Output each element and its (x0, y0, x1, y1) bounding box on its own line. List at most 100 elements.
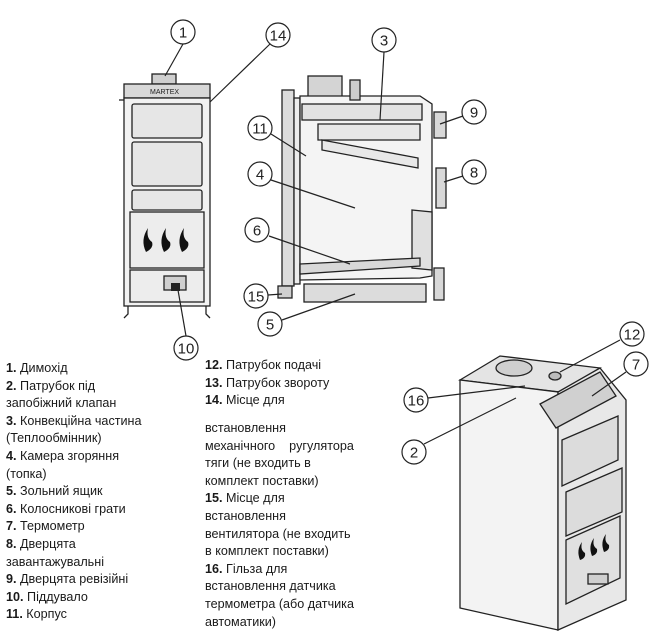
legend-item: 11. Корпус (6, 606, 202, 624)
svg-text:14: 14 (270, 28, 287, 45)
legend-item-text: встановлення (205, 421, 286, 435)
svg-text:12: 12 (624, 327, 641, 344)
svg-text:2: 2 (410, 445, 418, 462)
callout-5: 5 (257, 293, 356, 337)
front-brand: МАRTEX (150, 89, 179, 96)
legend-item-number: 5. (6, 484, 17, 499)
legend-item: термометра (або датчика (205, 596, 385, 614)
legend-item: 10. Піддувало (6, 589, 202, 607)
callout-9: 9 (439, 99, 487, 125)
svg-text:11: 11 (252, 121, 268, 138)
legend-item-text: запобіжний клапан (6, 396, 117, 411)
legend-item: встановлення датчика (205, 578, 385, 596)
legend-item-number: 10. (6, 589, 24, 604)
iso-chimney (495, 359, 533, 377)
legend-item-text: Патрубок під (16, 378, 96, 393)
legend-item-text: Конвекційна частина (16, 413, 142, 428)
legend-item: (топка) (6, 466, 202, 484)
legend-item-number: 4. (6, 448, 17, 463)
legend-item: 6. Колосникові грати (6, 501, 202, 519)
legend-item-number: 12. (205, 358, 223, 372)
legend-item-text: механічного рyгулятора (205, 438, 354, 453)
legend-item-number: 3. (6, 413, 17, 428)
legend-item-text: Місце для (222, 393, 285, 408)
svg-text:8: 8 (470, 165, 478, 182)
legend-item-text: завантажувальні (6, 554, 104, 569)
svg-text:9: 9 (470, 105, 478, 122)
legend-item-text: вентилятора (не входить (205, 526, 351, 541)
legend-item-number: 13. (205, 375, 223, 390)
legend-right: встановлення механічного рyгулятора тяги (… (205, 420, 385, 631)
callout-7: 7 (591, 351, 649, 397)
legend-item-text: Зольний ящик (16, 484, 103, 499)
legend-item-number: 14. (205, 393, 223, 408)
legend-item: механічного рyгулятора (205, 438, 385, 456)
legend-item-text: Корпус (22, 607, 67, 622)
legend-item-number: 1. (6, 361, 17, 375)
callout-6: 6 (244, 217, 351, 265)
svg-text:5: 5 (266, 317, 274, 334)
legend-item-number: 11. (6, 607, 23, 622)
callout-1: 1 (164, 19, 196, 77)
side-section-view (277, 75, 447, 303)
legend-item-text: Дверцята (16, 536, 76, 551)
svg-text:16: 16 (408, 393, 425, 410)
legend-item-text: комплект поставки) (205, 473, 319, 488)
legend-item-number: 16. (205, 561, 223, 576)
svg-text:15: 15 (248, 289, 265, 306)
iso-view (458, 355, 627, 631)
legend-item-number: 2. (6, 378, 17, 393)
svg-text:1: 1 (179, 25, 187, 42)
legend-item: автоматики) (205, 614, 385, 632)
legend-item: 14. Місце для (205, 392, 385, 410)
legend-item-text: Термометр (16, 519, 85, 534)
svg-text:10: 10 (178, 341, 195, 358)
legend-item-text: (Теплообмінник) (6, 431, 102, 446)
legend-item: 3. Конвекційна частина (6, 413, 202, 431)
svg-text:4: 4 (256, 167, 264, 184)
callout-2: 2 (401, 397, 517, 465)
callout-15: 15 (243, 283, 283, 309)
legend-item-number: 9. (6, 572, 17, 587)
legend-item: 16. Гільза для (205, 561, 385, 579)
legend-item: встановлення (205, 508, 385, 526)
callout-3: 3 (371, 27, 397, 121)
callout-10: 10 (173, 289, 199, 361)
legend-item-number: 15. (205, 491, 223, 506)
callout-14: 14 (209, 22, 291, 103)
legend-item: в комплект поставки) (205, 543, 385, 561)
legend-item-number: 8. (6, 536, 17, 551)
legend-item-text: Димохід (16, 361, 68, 375)
legend-item-text: Патрубок звороту (222, 375, 330, 390)
chimney (151, 73, 177, 85)
legend-item: 9. Дверцята ревізійні (6, 571, 202, 589)
legend-item-text: Дверцята ревізійні (16, 572, 129, 587)
legend-item: 1. Димохід (6, 360, 202, 378)
callout-4: 4 (247, 161, 356, 209)
front-view: МАRTEX (119, 73, 211, 319)
legend-item-text: тяги (не входить в (205, 456, 311, 471)
legend-item-text: Патрубок подачі (222, 358, 322, 372)
legend-item-text: термометра (або датчика (205, 596, 354, 611)
legend-item: комплект поставки) (205, 473, 385, 491)
legend-item: вентилятора (не входить (205, 526, 385, 544)
legend-item-text: встановлення (205, 508, 286, 523)
legend-item: тяги (не входить в (205, 455, 385, 473)
callout-8: 8 (443, 159, 487, 185)
legend-item-text: Колосникові грати (16, 501, 126, 516)
legend-item-text: Камера згоряння (16, 448, 120, 463)
legend-item-text: Піддувало (23, 589, 88, 604)
legend-item: 5. Зольний ящик (6, 483, 202, 501)
svg-text:3: 3 (380, 33, 388, 50)
legend-item: 7. Термометр (6, 518, 202, 536)
legend-item: встановлення (205, 420, 385, 438)
legend-item-text: (топка) (6, 466, 47, 481)
legend-item: 13. Патрубок звороту (205, 375, 385, 393)
legend-item-text: в комплект поставки) (205, 544, 329, 559)
legend-item-text: автоматики) (205, 614, 276, 629)
callout-16: 16 (403, 385, 526, 413)
legend-item: 15. Місце для (205, 490, 385, 508)
